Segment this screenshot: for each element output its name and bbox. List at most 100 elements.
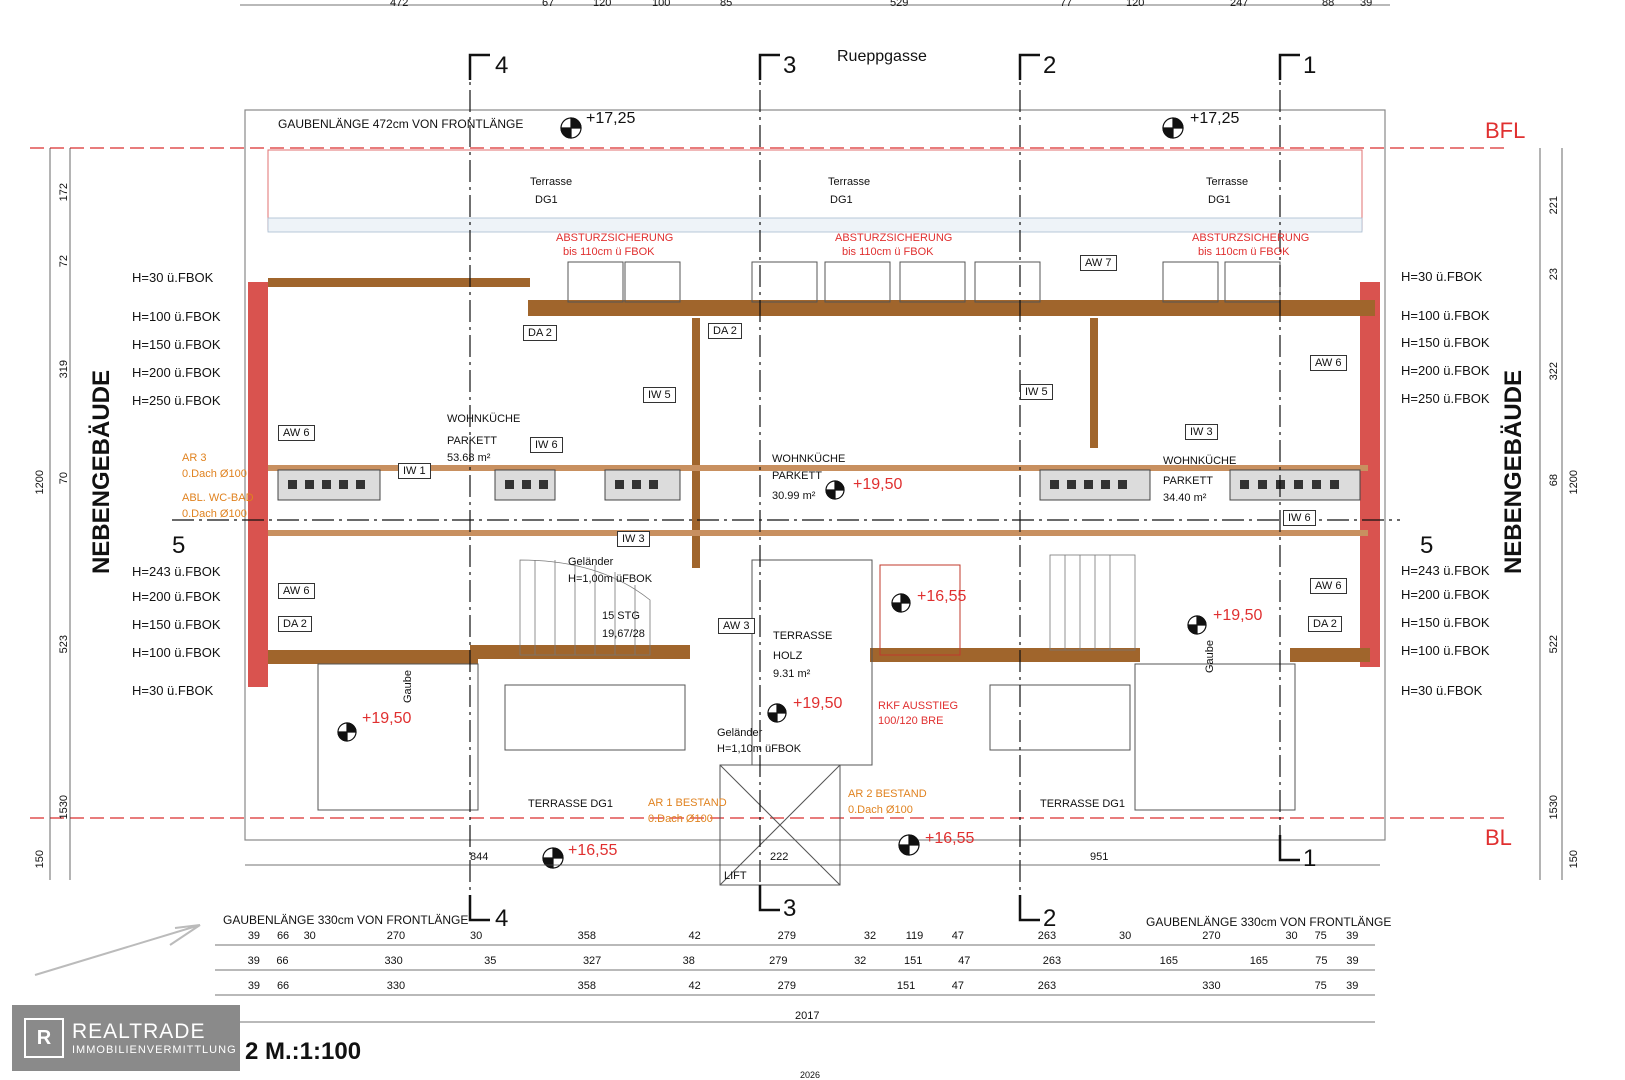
terrace-dg1-left: TERRASSE DG1 [528,798,613,810]
gauben-top: GAUBENLÄNGE 472cm VON FRONTLÄNGE [278,117,524,131]
room-2-floor: PARKETT [772,470,822,482]
tag-iw6-2: IW 6 [1283,510,1316,526]
dim-bottom-row-1-8: 279 [777,930,796,942]
level-mid-low: +19,50 [793,695,843,712]
dim-bottom-row-2-5: 327 [582,955,602,967]
terrace-dg1-right: TERRASSE DG1 [1040,798,1125,810]
note-dach-1: 0.Dach Ø100 [182,468,247,480]
terrace-top-2: Terrasse [828,176,871,188]
section-4-bottom: 4 [495,905,509,932]
neighbor-left: NEBENGEBÄUDE [88,370,115,575]
dim-bottom-row-3-9: 263 [1037,980,1057,992]
dim-top-9: 247 [1230,0,1249,9]
dim-bottom-row-2-4: 35 [484,955,497,967]
dim-bottom-row-2-15: 39 [1346,955,1359,967]
tag-aw6-2: AW 6 [278,583,315,599]
lift-label: LIFT [724,870,747,882]
tag-iw5-1: IW 5 [643,387,676,403]
dim-top-10: 88 [1322,0,1335,9]
walls [268,278,1375,664]
dim-bottom-row-1-14: 270 [1202,930,1221,942]
room-2-name: WOHNKÜCHE [772,453,846,465]
absturz-3b: bis 110cm ü FBOK [1198,246,1290,258]
room-3-name: WOHNKÜCHE [1163,455,1237,467]
height-left-1: H=30 ü.FBOK [132,270,214,285]
section-lines [172,55,1400,920]
level-stair-right: +16,55 [917,588,967,605]
dormer-windows-top [567,261,1281,303]
room-1-area: 53.68 m² [447,452,491,464]
stair-ratio: 19,67/28 [602,628,645,640]
level-top-right: +17,25 [1190,110,1240,127]
height-right-low-2: H=200 ü.FBOK [1401,587,1490,602]
bfl-label: BFL [1485,118,1526,143]
note-ar3: AR 3 [182,452,207,464]
dim-top-7: 77 [1060,0,1073,9]
railing-height-1: H=1,00m üFBOK [568,573,653,585]
note-ar1: AR 1 BESTAND [648,797,727,809]
note-ar2-dach: 0.Dach Ø100 [848,804,913,816]
note-rkf2: 100/120 BRE [878,715,944,727]
height-left-low-4: H=100 ü.FBOK [132,645,221,660]
tag-iw5-2: IW 5 [1020,384,1053,400]
height-left-5: H=250 ü.FBOK [132,393,221,408]
dim-bottom-row-1-9: 32 [863,930,877,942]
bl-label: BL [1485,825,1512,850]
height-right-5: H=250 ü.FBOK [1401,391,1490,406]
note-ar2: AR 2 BESTAND [848,788,927,800]
stairs [519,554,1136,656]
logo-name: REALTRADE [72,1020,206,1043]
dim-bottom-row-2-1: 39 [247,955,260,967]
neighbor-wall-left [248,282,268,687]
height-left-low-2: H=200 ü.FBOK [132,589,221,604]
tag-aw6-3: AW 6 [1310,355,1347,371]
room-1-floor: PARKETT [447,435,497,447]
height-right-3: H=150 ü.FBOK [1401,335,1490,350]
section-1-bottom: 1 [1303,845,1317,872]
dim-left-3: 319 [58,360,70,379]
height-right-low-5: H=30 ü.FBOK [1401,683,1483,698]
absturz-2: ABSTURZSICHERUNG [835,232,953,244]
dim-bottom-row-1-12: 263 [1037,930,1057,942]
terrace-top-3: Terrasse [1206,176,1249,188]
dim-left-2: 72 [58,255,70,268]
dim-bottom-row-1-16: 75 [1314,930,1327,942]
absturz-2b: bis 110cm ü FBOK [842,246,934,258]
dim-bottom-row-3-12: 39 [1346,980,1359,992]
dim-left-5: 70 [58,472,70,485]
gaube-left: Gaube [402,670,414,704]
dim-right-5: 68 [1548,474,1560,487]
tag-iw3-1: IW 3 [617,531,650,547]
height-right-low-1: H=243 ü.FBOK [1401,563,1490,578]
dim-bottom-row-2-11: 263 [1042,955,1062,967]
dim-bottom-row-1-5: 30 [469,930,483,942]
north-arrow-icon [34,924,201,976]
tag-aw3: AW 3 [718,618,755,634]
dim-bottom-row-3-3: 330 [386,980,406,992]
dim-bottom-row-2-8: 32 [854,955,867,967]
dim-bottom-row-3-10: 330 [1202,980,1221,992]
dim-total: 2017 [795,1010,820,1022]
dim-bottom-row-1-17: 39 [1346,930,1359,942]
logo-mark-icon: R [24,1018,64,1058]
height-right-low-3: H=150 ü.FBOK [1401,615,1490,630]
section-5-left: 5 [172,532,186,559]
level-bottom-mid: +16,55 [925,830,975,847]
tag-da2-2: DA 2 [523,325,557,341]
height-right-low-4: H=100 ü.FBOK [1401,643,1490,658]
gauben-bottom-left: GAUBENLÄNGE 330cm VON FRONTLÄNGE [223,913,469,927]
railing-label: Geländer [568,556,614,568]
dim-right-1: 221 [1548,196,1560,215]
dim-bottom-row-3-2: 66 [276,980,290,992]
dim-right-3: 322 [1548,362,1560,381]
dim-right-4: 1200 [1568,470,1580,495]
dim-bottom-row-3-4: 358 [577,980,596,992]
dim-bottom-844: 844 [470,851,489,863]
level-center: +19,50 [853,476,903,493]
dim-top-3: 120 [593,0,612,9]
dormer-lower [317,559,1296,886]
dim-bottom-row-3-7: 151 [896,980,916,992]
note-abl: ABL. WC-BAD [182,492,254,504]
neighbor-wall-right [1360,282,1380,667]
note-ar1-dach: 0.Dach Ø100 [648,813,713,825]
